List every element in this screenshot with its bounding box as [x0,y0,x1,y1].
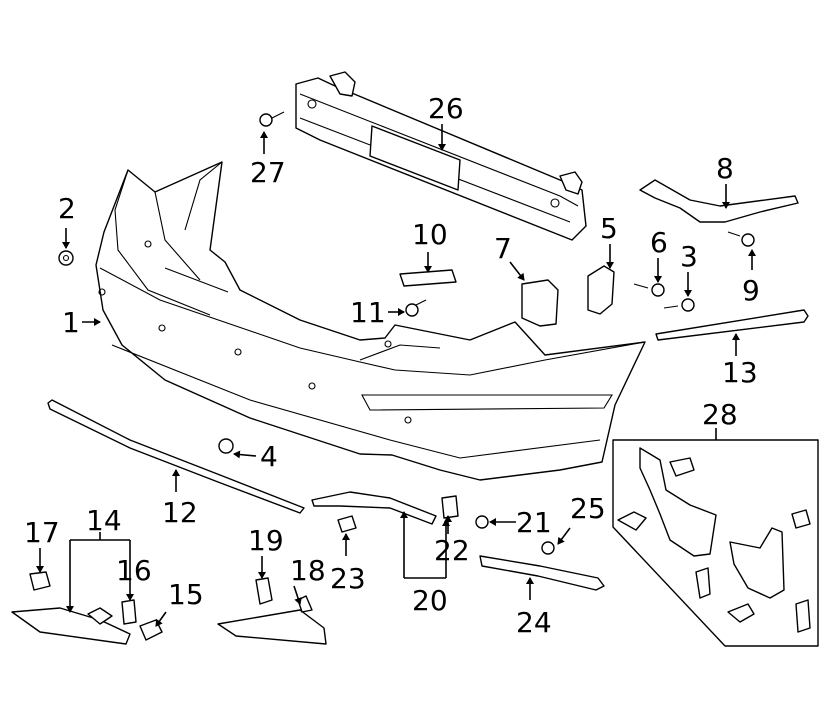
callout-23: 23 [330,562,366,595]
rear-bumper-cover [95,161,646,481]
leader-lines [36,124,756,627]
callout-12: 12 [162,496,198,529]
callout-28: 28 [702,398,738,431]
callout-19: 19 [248,524,284,557]
fastener-hardware [58,111,755,555]
callout-7: 7 [494,232,512,265]
callout-numbers: 1 2 3 4 5 6 7 8 9 10 11 12 13 14 15 16 1… [24,92,760,639]
callout-22: 22 [434,534,470,567]
callout-1: 1 [62,306,80,339]
callout-9: 9 [742,274,760,307]
lower-molding-strip [47,399,305,514]
right-reflector-assembly [217,577,327,645]
callout-5: 5 [600,212,618,245]
callout-15: 15 [168,578,204,611]
callout-3: 3 [680,240,698,273]
callout-13: 13 [722,356,758,389]
callout-16: 16 [116,554,152,587]
callout-6: 6 [650,226,668,259]
callout-4: 4 [260,440,278,473]
callout-26: 26 [428,92,464,125]
callout-20: 20 [412,584,448,617]
callout-11: 11 [350,296,386,329]
lower-bracket-assembly [311,491,459,533]
callout-2: 2 [58,192,76,225]
upper-side-bracket [639,179,799,223]
callout-24: 24 [516,606,552,639]
callout-27: 27 [250,156,286,189]
center-bracket [399,269,457,287]
mud-guard-kit [612,439,819,647]
callout-21: 21 [516,506,552,539]
bumper-reinforcement-beam [295,71,587,241]
callout-14: 14 [86,504,122,537]
side-mount-bracket [587,265,615,315]
side-trim-strip [655,309,809,341]
lower-trim-piece [479,555,605,591]
callout-25: 25 [570,492,606,525]
callout-17: 17 [24,516,60,549]
callout-8: 8 [716,152,734,185]
side-spacer-block [521,279,559,327]
callout-10: 10 [412,218,448,251]
callout-18: 18 [290,554,326,587]
